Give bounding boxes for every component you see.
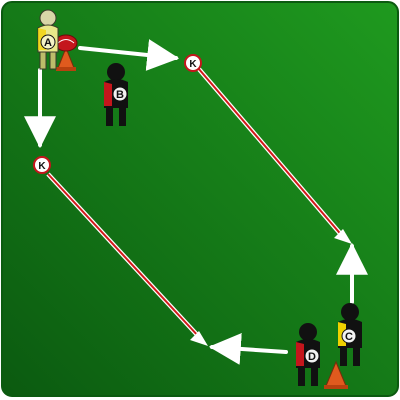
player-d-label: D — [308, 351, 316, 363]
player-d: D — [296, 323, 320, 386]
k-marker-top: K — [184, 54, 202, 72]
k-marker-left: K — [33, 156, 51, 174]
player-b-label: B — [116, 89, 124, 101]
k-marker-top-label: K — [189, 59, 197, 70]
pass-head-top-right — [334, 229, 352, 244]
k-marker-left-label: K — [38, 161, 46, 172]
player-b-badge — [112, 86, 128, 102]
arrow-d-to-left — [208, 332, 288, 365]
player-c-badge — [341, 328, 357, 344]
pass-lines — [46, 66, 352, 346]
movement-arrows — [24, 39, 368, 365]
pass-line-top-right-core — [197, 67, 345, 239]
cone-top-left — [56, 46, 76, 71]
player-a: A — [37, 9, 59, 70]
cone-bottom-right — [324, 360, 348, 389]
player-d-badge — [304, 348, 320, 364]
player-c-label: C — [345, 331, 353, 343]
player-b: B — [104, 63, 128, 126]
player-a-badge — [40, 34, 56, 50]
arrow-a-to-k-top — [78, 39, 180, 71]
pass-line-left-bottom-core — [47, 173, 201, 339]
player-c: C — [338, 303, 362, 366]
player-a-label: A — [44, 37, 52, 49]
pass-head-left-bottom — [190, 331, 208, 346]
